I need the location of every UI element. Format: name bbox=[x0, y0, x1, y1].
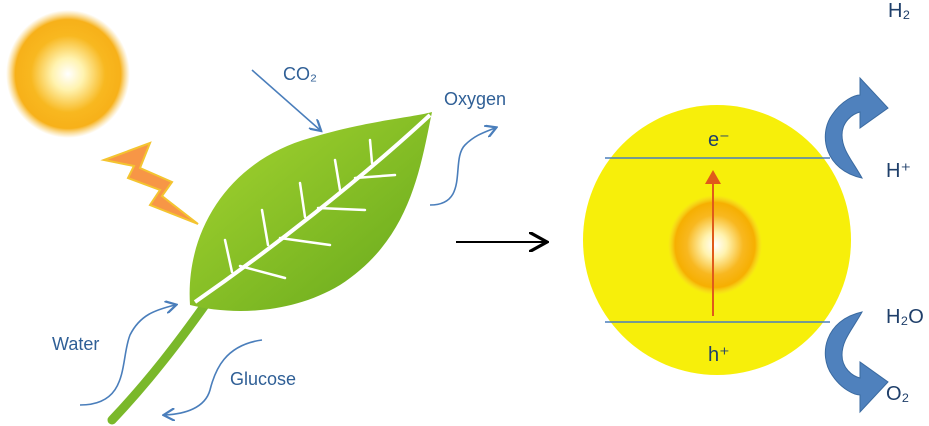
oxidation-curved-arrow bbox=[824, 311, 889, 414]
oxygen-label: Oxygen bbox=[444, 89, 507, 109]
leaf-icon bbox=[107, 112, 432, 425]
hole-label: h⁺ bbox=[708, 344, 730, 366]
oxygen-arrow bbox=[429, 128, 495, 206]
h2-label: H₂ bbox=[888, 0, 911, 22]
electron-label: e⁻ bbox=[708, 129, 730, 151]
sun-icon-small bbox=[668, 195, 762, 295]
glucose-label: Glucose bbox=[230, 369, 297, 389]
glucose-arrow bbox=[165, 339, 263, 415]
co2-label: CO₂ bbox=[283, 64, 317, 84]
h-plus-label: H⁺ bbox=[886, 160, 911, 182]
water-label: Water bbox=[52, 334, 100, 354]
o2-label: O₂ bbox=[886, 383, 910, 405]
reduction-curved-arrow bbox=[824, 76, 889, 179]
water-arrow bbox=[79, 305, 175, 406]
co2-arrow bbox=[251, 69, 320, 130]
lightning-bolt-icon bbox=[100, 141, 199, 225]
sun-icon bbox=[6, 10, 130, 138]
h2o-label: H₂O bbox=[886, 306, 924, 328]
